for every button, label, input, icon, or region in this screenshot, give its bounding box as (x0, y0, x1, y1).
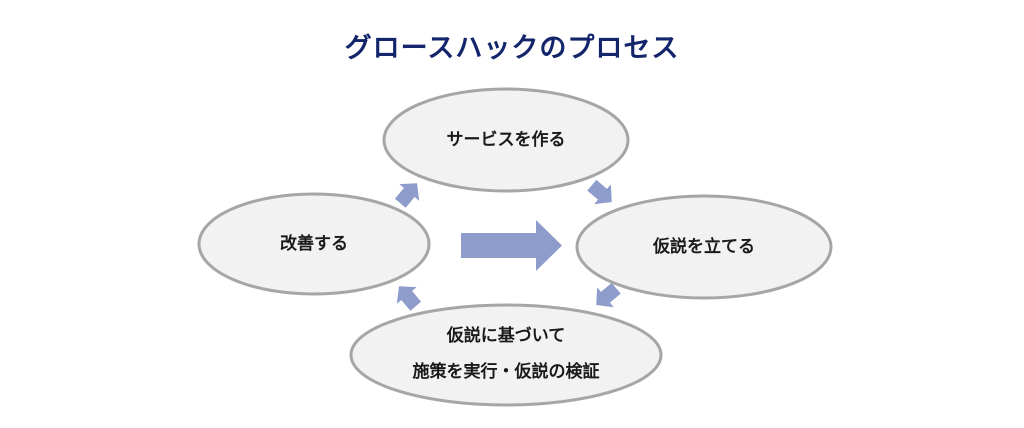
node-execute-label-line1: 仮説に基づいて (446, 325, 566, 346)
node-hypothesis: 仮説を立てる (575, 194, 833, 300)
node-execute: 仮説に基づいて 施策を実行・仮説の検証 (349, 303, 663, 407)
arrow-execute-to-improve-icon (396, 286, 422, 311)
node-build-label: サービスを作る (447, 129, 566, 150)
node-execute-label-line2: 施策を実行・仮説の検証 (413, 361, 600, 382)
arrow-hypothesis-to-execute-icon (596, 282, 621, 308)
node-improve-label: 改善する (280, 233, 348, 254)
diagram-title: グロースハックのプロセス (344, 33, 680, 64)
node-hypothesis-label: 仮説を立てる (652, 236, 755, 257)
arrow-improve-to-build-icon (394, 183, 420, 208)
center-right-arrow-icon (461, 220, 562, 271)
arrow-build-to-hypothesis-icon (587, 179, 612, 205)
node-build: サービスを作る (382, 87, 630, 193)
node-improve: 改善する (197, 192, 431, 296)
